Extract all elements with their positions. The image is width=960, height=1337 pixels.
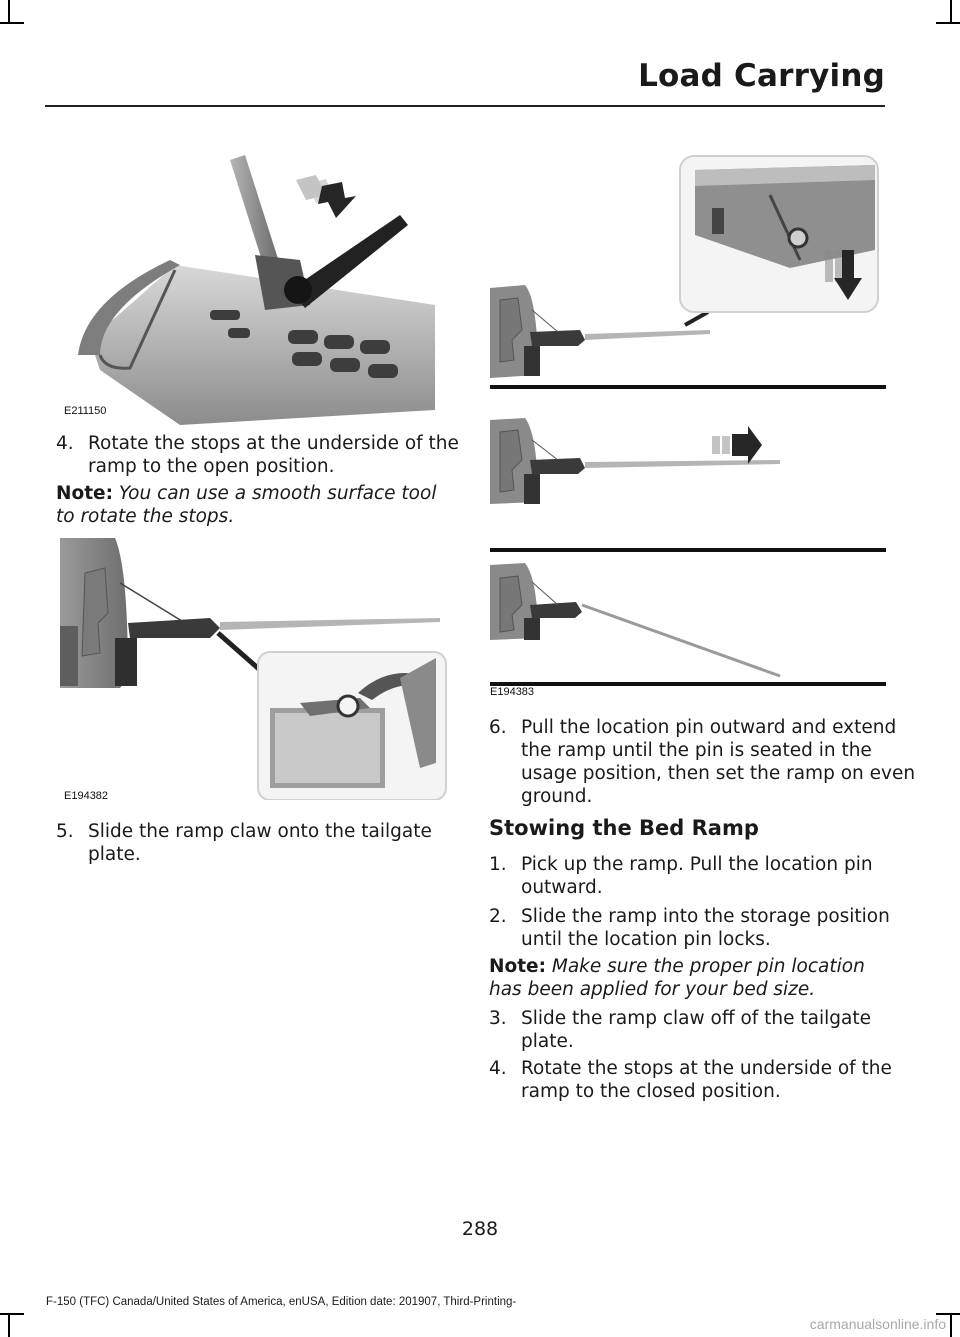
figure-code: E194383 <box>490 686 535 698</box>
watermark-link[interactable]: carmanualsonline.info <box>809 1316 946 1332</box>
extend-sequence-illustration <box>490 155 886 686</box>
step-number: 1. <box>489 854 507 875</box>
figure-ramp-stop-tool <box>60 140 435 425</box>
figure-code: E211150 <box>64 405 107 417</box>
stow-step-3: 3. Slide the ramp claw off of the tailgat… <box>489 1007 916 1053</box>
ramp-claw-illustration <box>60 538 447 801</box>
figure-ramp-claw <box>60 538 448 801</box>
page-title: Load Carrying <box>638 58 885 94</box>
note-label: Note: <box>489 956 546 977</box>
step-text: Pick up the ramp. Pull the location pin … <box>521 854 873 898</box>
crop-mark <box>936 22 960 24</box>
note-pin-location: Note: Make sure the proper pin location … <box>489 955 884 1001</box>
header-divider <box>45 105 885 107</box>
ramp-stop-illustration <box>78 155 435 425</box>
step-text: Slide the ramp into the storage position… <box>521 906 890 950</box>
crop-mark <box>8 0 10 24</box>
step-text: Slide the ramp claw onto the tailgate pl… <box>88 821 432 865</box>
crop-mark <box>0 22 24 24</box>
page-number: 288 <box>461 1218 499 1240</box>
crop-mark <box>8 1313 10 1337</box>
crop-mark <box>950 1313 952 1337</box>
step-text: Rotate the stops at the underside of the… <box>88 433 459 477</box>
section-heading: Stowing the Bed Ramp <box>489 816 759 840</box>
footer-edition: F-150 (TFC) Canada/United States of Amer… <box>46 1296 517 1308</box>
step-number: 3. <box>489 1008 507 1029</box>
step-text: Rotate the stops at the underside of the… <box>521 1058 892 1102</box>
crop-mark <box>0 1313 24 1315</box>
stow-step-2: 2. Slide the ramp into the storage positi… <box>489 905 916 951</box>
step-text: Pull the location pin outward and extend… <box>521 717 916 807</box>
step-number: 6. <box>489 717 507 738</box>
crop-mark <box>936 1313 960 1315</box>
step-number: 4. <box>489 1058 507 1079</box>
step-6-extend: 6. Pull the location pin outward and exte… <box>489 716 916 808</box>
step-number: 2. <box>489 906 507 927</box>
step-5-claw: 5. Slide the ramp claw onto the tailgate … <box>56 820 472 866</box>
stow-step-4: 4. Rotate the stops at the underside of t… <box>489 1057 916 1103</box>
figure-extend-sequence <box>490 150 886 690</box>
step-number: 5. <box>56 821 74 842</box>
step-number: 4. <box>56 433 74 454</box>
figure-code: E194382 <box>64 790 109 802</box>
crop-mark <box>950 0 952 24</box>
note-label: Note: <box>56 483 113 504</box>
step-4-open: 4. Rotate the stops at the underside of t… <box>56 432 472 478</box>
note-text: Make sure the proper pin location has be… <box>489 956 865 1000</box>
note-text: You can use a smooth surface tool to rot… <box>56 483 437 527</box>
stow-step-1: 1. Pick up the ramp. Pull the location pi… <box>489 853 916 899</box>
note-smooth-tool: Note: You can use a smooth surface tool … <box>56 482 440 528</box>
step-text: Slide the ramp claw off of the tailgate … <box>521 1008 872 1052</box>
